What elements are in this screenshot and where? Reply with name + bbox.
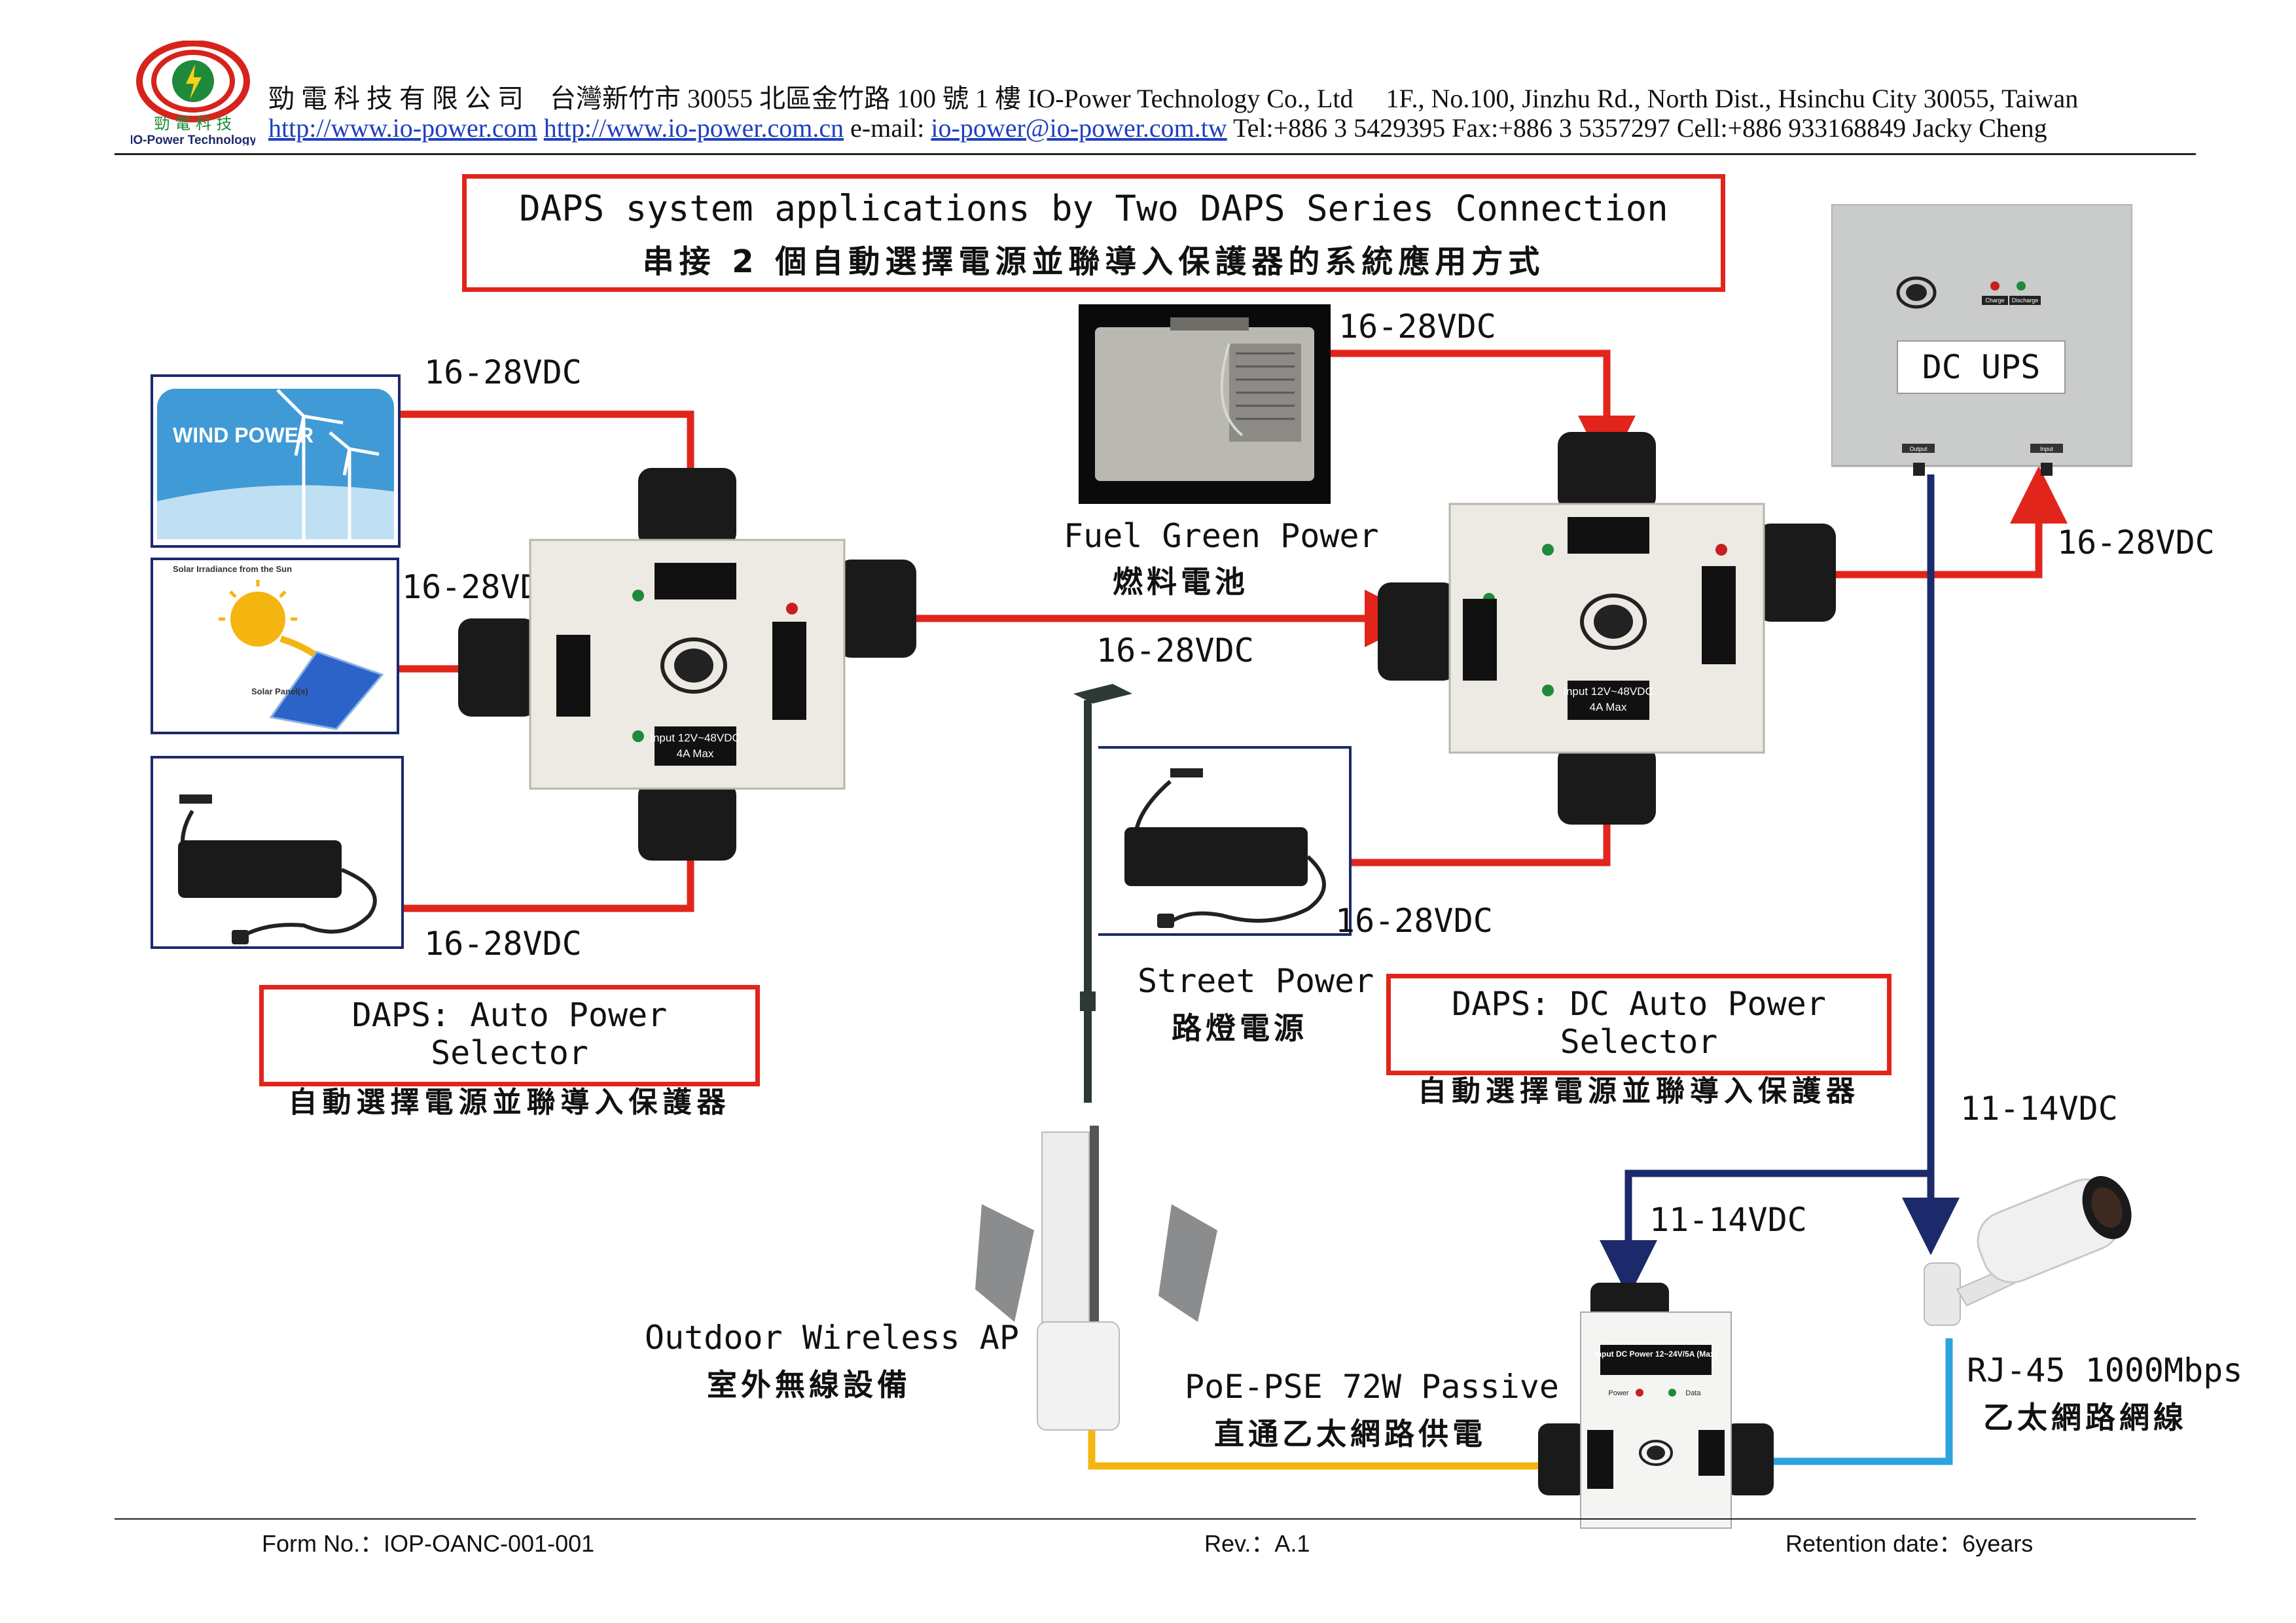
ups-discharge-label: Discharge xyxy=(2012,297,2039,304)
daps-device-left: Input 12V~48VDC 4A Max xyxy=(452,461,923,867)
ups-input-port-label: Input xyxy=(2040,446,2054,452)
website-link-cn[interactable]: http://www.io-power.com.cn xyxy=(543,113,844,143)
fuel-cell-label-chinese: 燃料電池 xyxy=(1113,564,1249,599)
street-power-label: Street Power xyxy=(1138,962,1374,1000)
daps-left-description: DAPS: Auto Power Selector xyxy=(351,996,668,1072)
diagram-title-chinese: 串接 2 個自動選擇電源並聯導入保護器的系統應用方式 xyxy=(642,243,1545,280)
header-divider xyxy=(115,153,2196,155)
voltage-label-link: 16-28VDC xyxy=(1096,632,1254,669)
voltage-label-fuel: 16-28VDC xyxy=(1338,308,1496,346)
wire-daps-to-ups xyxy=(1833,466,2068,579)
wire-ups-output xyxy=(1600,474,1935,1298)
voltage-label-ups-input: 16-28VDC xyxy=(2057,524,2215,562)
phone-contacts: Tel:+886 3 5429395 Fax:+886 3 5357297 Ce… xyxy=(1232,113,2047,143)
wind-power-image: WIND POWER xyxy=(151,374,401,548)
rj45-label: RJ-45 1000Mbps xyxy=(1967,1351,2243,1389)
outdoor-ap-label: Outdoor Wireless AP xyxy=(645,1319,1019,1357)
solar-power-image: Solar Irradiance from the Sun Solar Pane… xyxy=(151,558,399,734)
fuel-cell-label: Fuel Green Power xyxy=(1064,517,1379,555)
poe-title-label: Input DC Power 12~24V/5A (Max) xyxy=(1594,1349,1717,1359)
wind-power-text: WIND POWER xyxy=(173,423,314,447)
wire-poe-to-ap xyxy=(1088,1427,1541,1470)
poe-data-led-label: Data xyxy=(1685,1389,1701,1397)
daps-right-description-box: DAPS: DC Auto Power Selector 自動選擇電源並聯導入保… xyxy=(1386,974,1892,1108)
daps-right-description: DAPS: DC Auto Power Selector xyxy=(1452,985,1826,1061)
voltage-label-street: 16-28VDC xyxy=(1335,902,1493,940)
email-link[interactable]: io-power@io-power.com.tw xyxy=(931,113,1227,143)
dc-ups-device: Charge Discharge Output Input xyxy=(1830,203,2134,476)
poe-label-chinese: 直通乙太網路供電 xyxy=(1214,1416,1486,1452)
poe-label: PoE-PSE 72W Passive xyxy=(1185,1368,1559,1406)
outdoor-wireless-ap-image xyxy=(975,1126,1224,1433)
voltage-label-adapter-left: 16-28VDC xyxy=(424,925,582,963)
wire-fuel-to-daps xyxy=(1331,349,1636,473)
form-number: Form No.：IOP-OANC-001-001 xyxy=(262,1530,595,1557)
poe-power-led-label: Power xyxy=(1608,1389,1629,1397)
company-address-line: 勁 電 科 技 有 限 公 司 台灣新竹市 30055 北區金竹路 100 號 … xyxy=(268,84,2079,113)
footer-divider xyxy=(115,1518,2196,1520)
solar-panel-text: Solar Panel(s) xyxy=(251,687,308,696)
ups-output-port-label: Output xyxy=(1909,446,1928,452)
diagram-title-box: DAPS system applications by Two DAPS Ser… xyxy=(462,174,1725,292)
dc-ups-label: DC UPS xyxy=(1922,348,2041,386)
poe-injector-device: Input DC Power 12~24V/5A (Max) Power Dat… xyxy=(1535,1283,1777,1531)
solar-irradiance-text: Solar Irradiance from the Sun xyxy=(173,564,292,574)
retention-date: Retention date：6years xyxy=(1785,1530,2034,1557)
revision: Rev.：A.1 xyxy=(1204,1530,1310,1557)
email-label: e-mail: xyxy=(850,113,925,143)
dc-ups-label-box: DC UPS xyxy=(1897,340,2066,394)
outdoor-ap-label-chinese: 室外無線設備 xyxy=(707,1367,911,1402)
fuel-cell-image xyxy=(1079,304,1331,504)
daps-device-right: Input 12V~48VDC 4A Max xyxy=(1371,425,1842,831)
daps-left-input-label: Input 12V~48VDC xyxy=(650,732,740,744)
company-logo: 勁 電 科 技 IO-Power Technology xyxy=(130,40,257,147)
logo-chinese-text: 勁 電 科 技 xyxy=(154,115,232,133)
power-adapter-left-image xyxy=(151,756,404,949)
diagram-title: DAPS system applications by Two DAPS Ser… xyxy=(519,188,1668,229)
voltage-label-wind: 16-28VDC xyxy=(424,353,582,391)
street-power-label-chinese: 路燈電源 xyxy=(1172,1010,1308,1046)
daps-right-max-label: 4A Max xyxy=(1590,701,1627,713)
ups-charge-label: Charge xyxy=(1985,297,2005,304)
power-adapter-street-image xyxy=(1098,746,1352,936)
ip-camera-image xyxy=(1918,1149,2134,1332)
website-link-com[interactable]: http://www.io-power.com xyxy=(268,113,537,143)
voltage-label-poe: 11-14VDC xyxy=(1649,1201,1807,1239)
daps-left-description-chinese: 自動選擇電源並聯導入保護器 xyxy=(288,1086,731,1119)
voltage-label-camera: 11-14VDC xyxy=(1960,1090,2118,1128)
wire-ethernet xyxy=(1774,1338,1953,1465)
contact-line: http://www.io-power.com http://www.io-po… xyxy=(268,113,2047,143)
daps-right-input-label: Input 12V~48VDC xyxy=(1563,685,1653,698)
street-lamp-pole xyxy=(1060,677,1152,1103)
daps-left-max-label: 4A Max xyxy=(677,747,714,760)
daps-right-description-chinese: 自動選擇電源並聯導入保護器 xyxy=(1418,1075,1860,1108)
rj45-label-chinese: 乙太網路網線 xyxy=(1983,1400,2187,1435)
logo-english-text: IO-Power Technology xyxy=(131,134,255,145)
daps-left-description-box: DAPS: Auto Power Selector 自動選擇電源並聯導入保護器 xyxy=(259,985,760,1119)
